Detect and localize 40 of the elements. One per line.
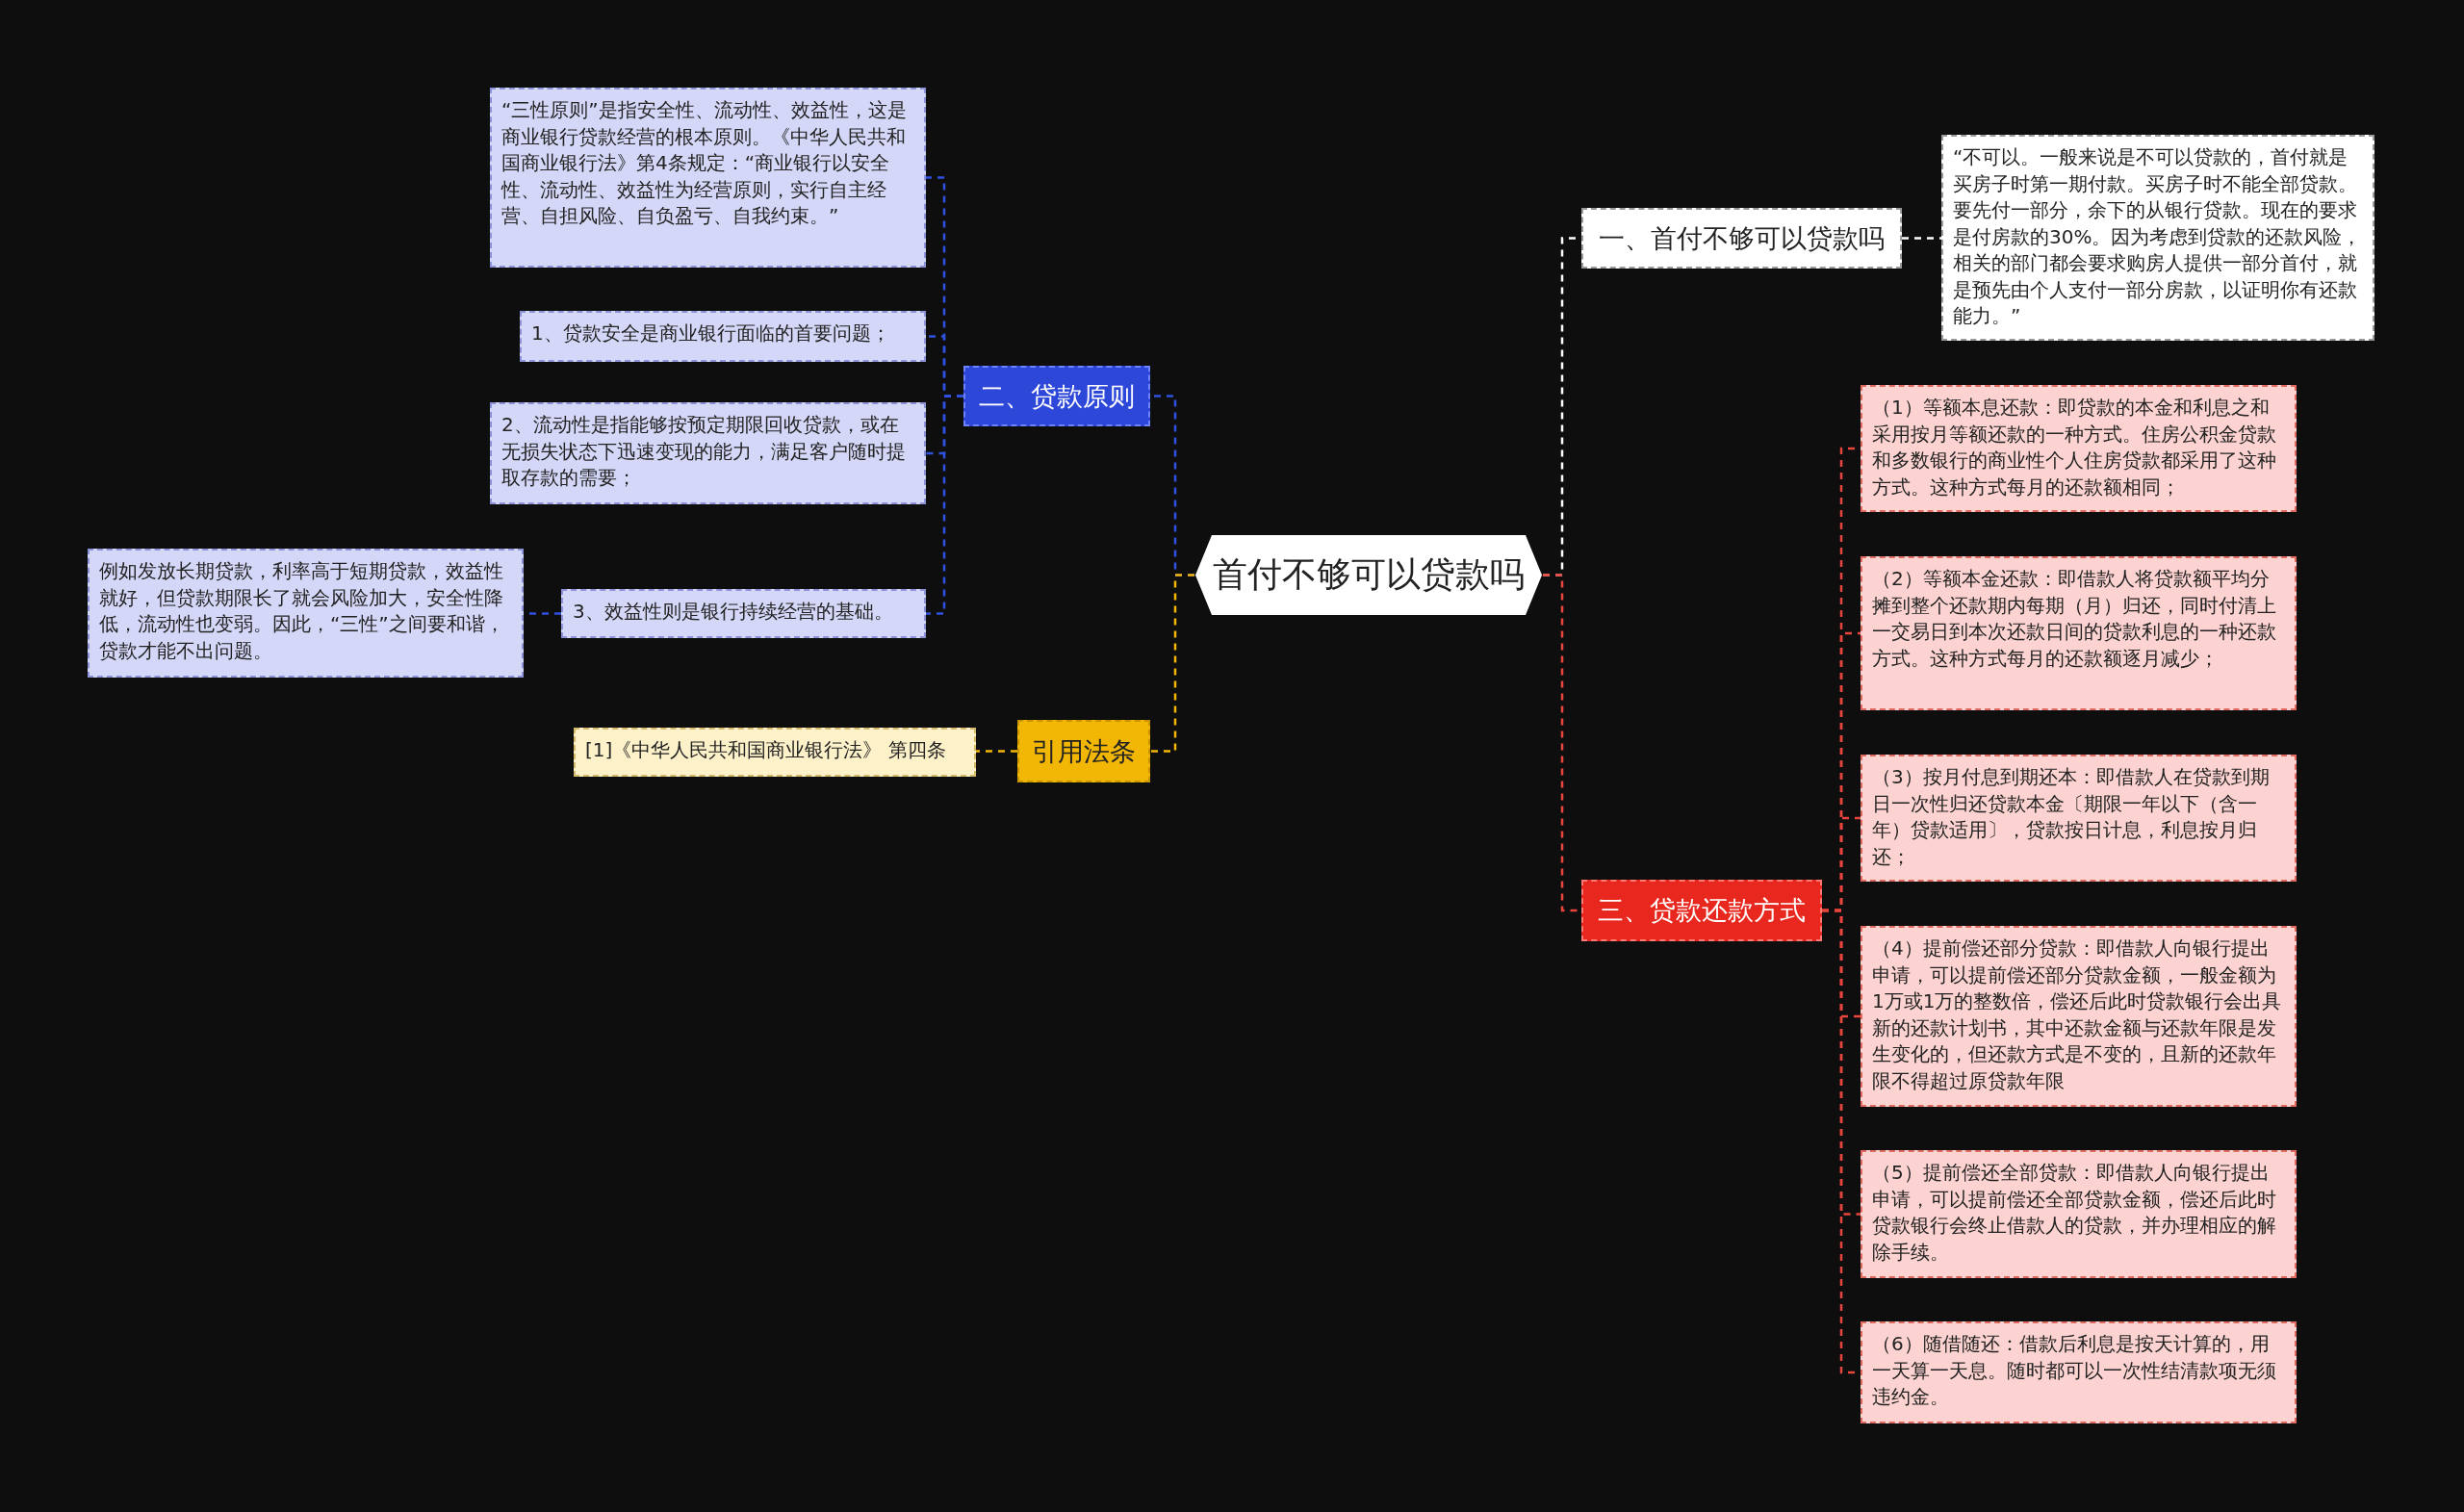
note-text: 例如发放长期贷款，利率高于短期贷款，效益性就好，但贷款期限长了就会风险加大，安全性降低，流动性也变弱。因此，“三性”之间要和谐，贷款才能不出问题。 [99, 558, 505, 664]
topic-box [1017, 720, 1150, 782]
note-box [490, 88, 926, 268]
note-text: [1]《中华人民共和国商业银行法》 第四条 [585, 737, 947, 763]
note-box [1861, 755, 2297, 882]
note-text: 3、效益性则是银行持续经营的基础。 [573, 599, 894, 625]
connector [1150, 574, 1194, 753]
note-text: （5）提前偿还全部贷款：即借款人向银行提出申请，可以提前偿还全部贷款金额，偿还后此时贷款银行会终止借款人的贷款，并办理相应的解除手续。 [1872, 1160, 2277, 1266]
note-text: （2）等额本金还款：即借款人将贷款额平均分摊到整个还款期内每期（月）归还，同时付清上一交易日到本次还款日间的贷款利息的一种还款方式。这种方式每月的还款额逐月减少； [1872, 566, 2277, 672]
topic-box [963, 366, 1150, 426]
note-box [561, 589, 926, 638]
connector [926, 395, 963, 615]
root-hexagon [1194, 534, 1543, 616]
note-box [490, 402, 926, 504]
note-text: （6）随借随还：借款后利息是按天计算的，用一天算一天息。随时都可以一次性结清款项无须违约金。 [1872, 1331, 2277, 1410]
note-box [1861, 556, 2297, 710]
note-box [1861, 1321, 2297, 1423]
note-box [1861, 1150, 2297, 1278]
note-box [1861, 385, 2297, 512]
note-text: 2、流动性是指能够按预定期限回收贷款，或在无损失状态下迅速变现的能力，满足客户随时提取存款的需要； [501, 412, 907, 491]
connector [976, 750, 1017, 753]
topic-label: 首付不够可以贷款吗 [1213, 553, 1525, 596]
connector [1902, 237, 1941, 240]
topic-label: 一、首付不够可以贷款吗 [1599, 221, 1885, 255]
note-text: 1、贷款安全是商业银行面临的首要问题； [531, 320, 891, 346]
note-box [1861, 926, 2297, 1107]
note-text: “不可以。一般来说是不可以贷款的，首付就是买房子时第一期付款。买房子时不能全部贷款。要先付一部分，余下的从银行贷款。现在的要求是付房款的30%。因为考虑到贷款的还款风险，相关的部门都会要求购房人提供一部分首付，就是预先由个人支付一部分房款，以证明你有还款能力。” [1953, 144, 2363, 329]
note-box [520, 311, 926, 362]
note-box [574, 728, 976, 777]
note-text: （4）提前偿还部分贷款：即借款人向银行提出申请，可以提前偿还部分贷款金额，一般金额为1万或1万的整数倍，偿还后此时贷款银行会出具新的还款计划书，其中还款金额与还款年限是发生变化的，但还款方式是不变的，且新的还款年限不得超过原贷款年限 [1872, 935, 2283, 1094]
topic-label: 三、贷款还款方式 [1598, 894, 1806, 927]
note-text: “三性原则”是指安全性、流动性、效益性，这是商业银行贷款经营的根本原则。《中华人民共和国商业银行法》第4条规定：“商业银行以安全性、流动性、效益性为经营原则，实行自主经营、自担风险、自负盈亏、自我约束。” [501, 97, 908, 229]
note-box [88, 549, 524, 678]
topic-label: 引用法条 [1032, 734, 1136, 768]
topic-box [1581, 208, 1902, 269]
note-text: （1）等额本息还款：即贷款的本金和利息之和采用按月等额还款的一种方式。住房公积金贷款和多数银行的商业性个人住房贷款都采用了这种方式。这种方式每月的还款额相同； [1872, 395, 2277, 500]
topic-label: 二、贷款原则 [979, 379, 1135, 413]
topic-box [1581, 880, 1822, 941]
note-text: （3）按月付息到期还本：即借款人在贷款到期日一次性归还贷款本金〔期限一年以下（含一年）贷款适用〕，贷款按日计息，利息按月归还； [1872, 764, 2271, 870]
note-box [1941, 135, 2374, 341]
